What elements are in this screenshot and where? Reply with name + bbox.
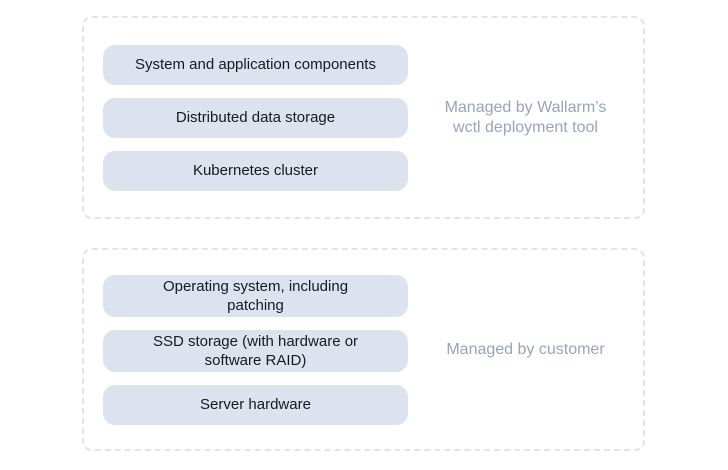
wallarm-label-area: Managed by Wallarm’s wctl deployment too… [408, 98, 643, 138]
pill-system-and-application-components: System and application components [103, 44, 408, 85]
customer-managed-label: Managed by customer [446, 340, 605, 358]
customer-pill-column: Operating system, including patching SSD… [103, 274, 408, 425]
wallarm-pill-column: System and application components Distri… [103, 44, 408, 191]
wallarm-managed-group: System and application components Distri… [82, 16, 645, 219]
pill-kubernetes-cluster: Kubernetes cluster [103, 150, 408, 191]
customer-managed-group: Operating system, including patching SSD… [82, 248, 645, 451]
pill-ssd-storage: SSD storage (with hardware or software R… [103, 329, 408, 372]
pill-server-hardware: Server hardware [103, 384, 408, 425]
wallarm-managed-label: Managed by Wallarm’s wctl deployment too… [444, 98, 607, 136]
customer-label-area: Managed by customer [408, 340, 643, 360]
pill-operating-system: Operating system, including patching [103, 274, 408, 317]
pill-distributed-data-storage: Distributed data storage [103, 97, 408, 138]
